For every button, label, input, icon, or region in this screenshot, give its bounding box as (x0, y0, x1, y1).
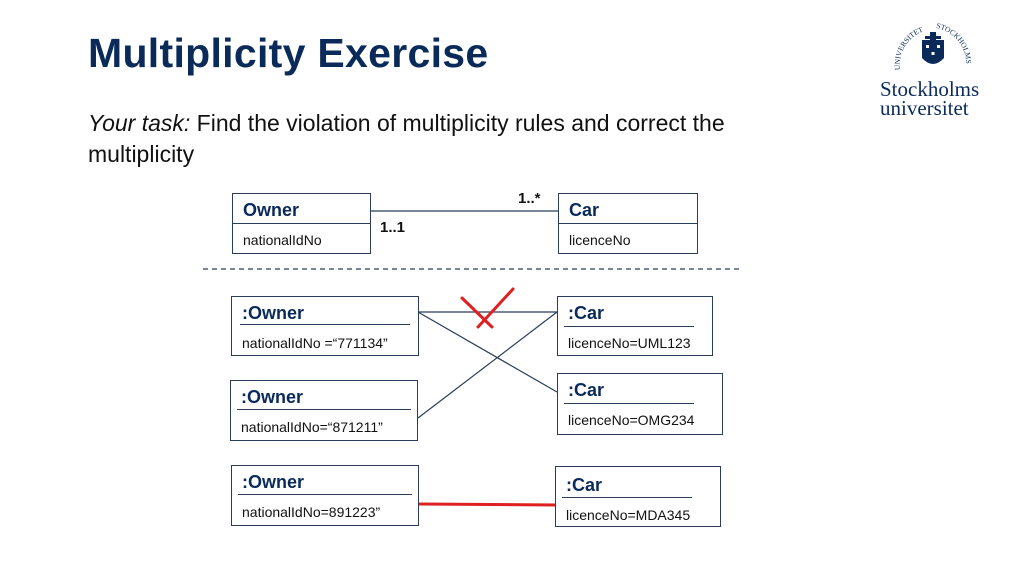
task-body: Find the violation of multiplicity rules… (88, 110, 725, 167)
object-owner-1-name: :Owner (242, 303, 305, 323)
object-car-2: :Car licenceNo=OMG234 (557, 373, 723, 435)
object-owner-2: :Owner nationalIdNo=“871211” (230, 380, 418, 441)
slide-title: Multiplicity Exercise (88, 30, 489, 76)
multiplicity-car-end: 1..* (518, 190, 541, 207)
object-car-3: :Car licenceNo=MDA345 (555, 466, 721, 527)
object-owner-2-name: :Owner (241, 387, 304, 407)
class-car-divider (559, 223, 697, 224)
class-car-box: Car licenceNo (558, 193, 698, 254)
object-owner-1: :Owner nationalIdNo =“771134” (231, 296, 419, 356)
task-prefix: Your task: (88, 110, 191, 136)
class-owner-attribute: nationalIdNo (243, 232, 322, 248)
object-owner-1-divider (240, 324, 410, 325)
wordmark-line2: universitet (880, 96, 969, 120)
object-owner-1-attribute: nationalIdNo =“771134” (242, 335, 388, 351)
link-owner1-car2 (417, 311, 558, 393)
wordmark-line1: Stockholms (880, 77, 980, 101)
object-car-3-name: :Car (566, 475, 603, 495)
object-car-3-divider (562, 497, 692, 498)
class-car-attribute: licenceNo (569, 232, 631, 248)
university-seal-icon: UNIVERSITET STOCKHOLMS (893, 21, 974, 70)
object-car-1-divider (564, 326, 694, 327)
object-owner-3-attribute: nationalIdNo=891223” (242, 504, 381, 520)
object-car-1-name: :Car (568, 303, 605, 323)
object-owner-2-divider (237, 409, 411, 410)
object-car-2-name: :Car (568, 380, 605, 400)
class-owner-name: Owner (243, 200, 300, 220)
multiplicity-owner-end: 1..1 (380, 219, 406, 236)
red-cross-mark (460, 287, 515, 329)
class-owner-divider (233, 223, 370, 224)
object-owner-3: :Owner nationalIdNo=891223” (231, 465, 419, 526)
object-car-1-attribute: licenceNo=UML123 (568, 335, 691, 351)
class-owner-box: Owner nationalIdNo (232, 193, 371, 254)
object-owner-3-name: :Owner (242, 472, 305, 492)
task-text: Your task: Find the violation of multipl… (88, 108, 788, 170)
object-car-3-attribute: licenceNo=MDA345 (566, 507, 691, 523)
class-car-name: Car (569, 200, 600, 220)
object-owner-2-attribute: nationalIdNo=“871211” (241, 419, 383, 435)
red-added-link-owner3-car3 (418, 502, 559, 507)
university-wordmark: Stockholms universitet (880, 77, 980, 120)
object-car-2-divider (564, 403, 694, 404)
link-owner2-car1 (417, 311, 558, 419)
object-car-1: :Car licenceNo=UML123 (557, 296, 713, 356)
object-owner-3-divider (238, 494, 412, 495)
object-car-2-attribute: licenceNo=OMG234 (568, 412, 695, 428)
